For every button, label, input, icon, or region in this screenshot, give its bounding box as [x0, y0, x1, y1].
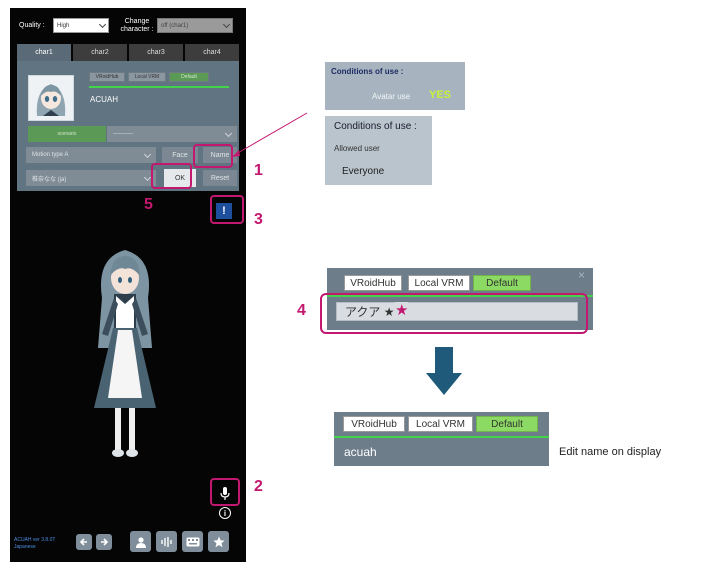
- scenario-button[interactable]: scenario: [28, 126, 106, 142]
- star-icon: ★: [395, 302, 409, 320]
- change-character-label: Change character :: [120, 18, 154, 33]
- default-button[interactable]: Default: [476, 416, 538, 432]
- quality-value: High: [57, 22, 70, 29]
- character-model: [94, 250, 156, 457]
- keyboard-button[interactable]: [182, 531, 203, 552]
- tab-char1[interactable]: char1: [17, 44, 71, 61]
- scenario-select[interactable]: ----------: [107, 126, 237, 142]
- tab-char3[interactable]: char3: [129, 44, 183, 61]
- local-vrm-button[interactable]: Local VRM: [408, 275, 470, 291]
- face-button[interactable]: Face: [162, 147, 198, 163]
- selection-underline: [334, 436, 549, 438]
- reset-button[interactable]: Reset: [203, 170, 237, 186]
- selection-underline: [327, 295, 593, 297]
- voice-select[interactable]: 椎奈なな (ja): [26, 170, 156, 186]
- quality-select[interactable]: High: [53, 18, 109, 33]
- character-settings-panel: VRoidHub Local VRM Default ACUAH scenari…: [17, 61, 239, 191]
- arrow-left-icon: [79, 538, 87, 546]
- annotation-5: 5: [144, 196, 153, 213]
- next-button[interactable]: [96, 534, 112, 550]
- vroidhub-button[interactable]: VRoidHub: [344, 275, 402, 291]
- pointer-line: [232, 112, 308, 157]
- name-button[interactable]: Name: [203, 147, 237, 163]
- selection-underline: [89, 86, 229, 88]
- caption: Edit name on display: [559, 446, 662, 458]
- chevron-down-icon: [222, 20, 231, 29]
- vroidhub-button[interactable]: VRoidHub: [89, 72, 125, 82]
- conditions-title: Conditions of use :: [331, 67, 404, 76]
- annotation-2: 2: [254, 478, 263, 495]
- ok-button[interactable]: OK: [164, 169, 196, 187]
- microphone-button[interactable]: [217, 485, 233, 503]
- favorite-button[interactable]: [208, 531, 229, 552]
- character-name[interactable]: ACUAH: [90, 95, 119, 104]
- keyboard-icon: [186, 537, 199, 546]
- vroidhub-button[interactable]: VRoidHub: [343, 416, 405, 432]
- person-icon: [135, 536, 146, 548]
- avatar: [28, 75, 74, 121]
- avatar-image: [29, 76, 73, 120]
- chevron-down-icon: [143, 173, 152, 181]
- microphone-icon: [220, 487, 230, 500]
- chevron-down-icon: [143, 150, 152, 158]
- app-screen: Quality : High Change character : off (c…: [10, 8, 246, 562]
- allowed-user-value: Everyone: [342, 166, 385, 177]
- motion-type-select[interactable]: Motion type A: [26, 147, 156, 163]
- arrow-down-icon: [426, 347, 462, 395]
- default-button[interactable]: Default: [473, 275, 531, 291]
- person-button[interactable]: [130, 531, 151, 552]
- arrow-right-icon: [101, 538, 109, 546]
- voice-value: 椎奈なな (ja): [32, 176, 67, 183]
- avatar-use-value: YES: [429, 89, 452, 101]
- tab-char2[interactable]: char2: [73, 44, 127, 61]
- conditions-info-button[interactable]: !: [216, 203, 232, 219]
- avatar-use-label: Avatar use: [372, 92, 411, 101]
- display-name: acuah: [344, 445, 377, 459]
- default-button[interactable]: Default: [169, 72, 209, 82]
- version-label: ACUAH ver 3.8.0T: [14, 537, 56, 543]
- conditions-card-allowed-user: Conditions of use : Allowed user Everyon…: [325, 116, 432, 185]
- allowed-user-label: Allowed user: [334, 144, 380, 153]
- local-vrm-button[interactable]: Local VRM: [128, 72, 166, 82]
- highlight-ok-button: [151, 163, 192, 189]
- tab-char4[interactable]: char4: [185, 44, 239, 61]
- voice-wave-button[interactable]: [156, 531, 177, 552]
- conditions-card-avatar-use: Conditions of use : Avatar use YES: [325, 62, 465, 110]
- conditions-title: Conditions of use :: [334, 121, 417, 132]
- prev-button[interactable]: [76, 534, 92, 550]
- change-character-value: off (char1): [161, 22, 189, 29]
- star-icon: [212, 536, 225, 547]
- annotation-1: 1: [254, 162, 263, 179]
- info-circle-icon[interactable]: i: [219, 507, 231, 519]
- sound-wave-icon: [160, 536, 172, 547]
- close-icon[interactable]: ×: [578, 268, 586, 282]
- annotation-4: 4: [297, 302, 306, 319]
- local-vrm-button[interactable]: Local VRM: [408, 416, 473, 432]
- highlight-name-field: [320, 293, 588, 334]
- language-label: Japanese: [14, 544, 36, 550]
- name-input[interactable]: アクア ★: [336, 302, 578, 321]
- highlight-name-button: [193, 144, 233, 168]
- annotation-3: 3: [254, 211, 263, 228]
- name-input-value: アクア ★: [345, 305, 395, 319]
- quality-label: Quality :: [19, 22, 45, 29]
- highlight-info-button: [210, 195, 244, 224]
- change-character-select[interactable]: off (char1): [157, 18, 233, 33]
- name-display-panel: VRoidHub Local VRM Default acuah: [334, 412, 549, 466]
- highlight-mic-button: [210, 478, 240, 506]
- chevron-down-icon: [98, 20, 107, 29]
- motion-type-value: Motion type A: [32, 152, 69, 158]
- scenario-value: ----------: [113, 131, 133, 137]
